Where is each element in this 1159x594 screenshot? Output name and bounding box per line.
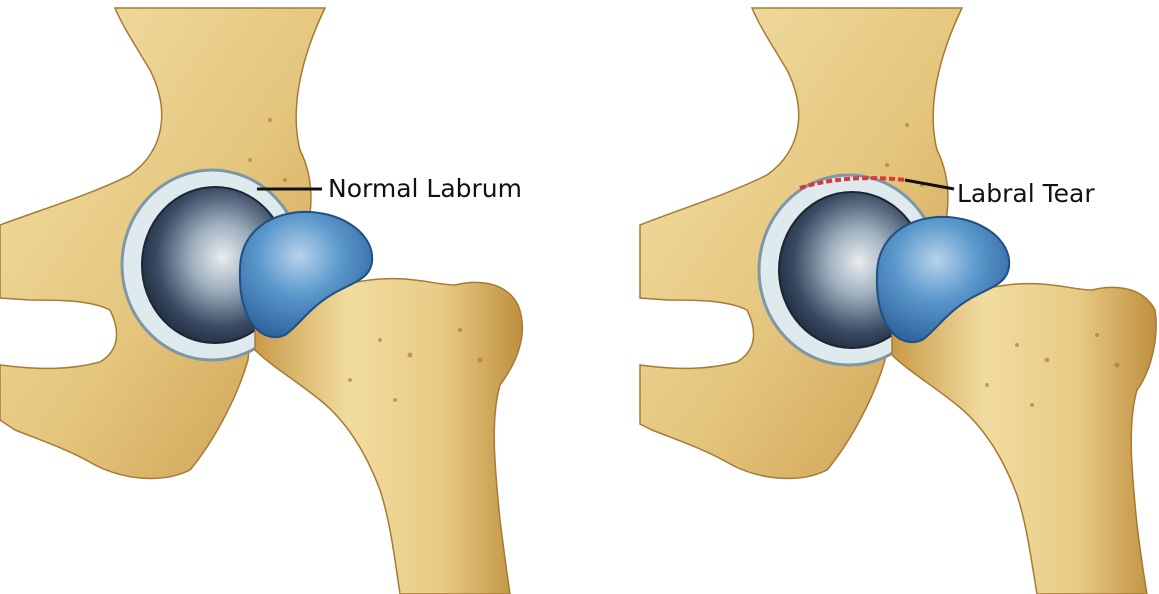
label-normal-labrum: Normal Labrum bbox=[328, 176, 522, 201]
panel-tear bbox=[640, 8, 1156, 594]
label-labral-tear: Labral Tear bbox=[957, 181, 1095, 206]
panel-normal bbox=[0, 8, 522, 594]
